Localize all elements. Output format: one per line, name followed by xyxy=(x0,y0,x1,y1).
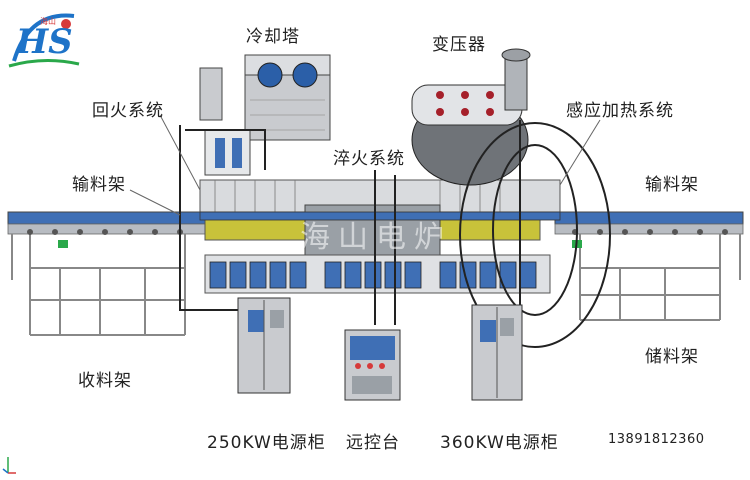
label-tempering-system: 回火系统 xyxy=(92,101,164,121)
hs-logo-icon: HS 海山 xyxy=(4,6,84,76)
power-cabinet-360 xyxy=(471,304,523,401)
main-machine-body xyxy=(199,179,561,294)
right-feed-rack xyxy=(554,211,744,321)
label-feed-rack-left: 输料架 xyxy=(72,175,126,195)
logo-letters: HS xyxy=(16,22,73,62)
label-storage-rack: 储料架 xyxy=(645,347,699,367)
label-transformer: 变压器 xyxy=(432,35,486,55)
label-receiving-rack: 收料架 xyxy=(78,371,132,391)
label-cooling-tower: 冷却塔 xyxy=(246,27,300,47)
remote-console xyxy=(344,329,401,401)
left-feed-rack xyxy=(7,211,209,336)
label-power-cabinet-250: 250KW电源柜 xyxy=(207,433,326,453)
logo-small-text: 海山 xyxy=(40,17,56,26)
axis-gizmo-icon xyxy=(2,457,16,474)
induction-heating-highlight xyxy=(459,122,611,348)
transformer xyxy=(411,48,531,186)
leader-lines xyxy=(129,114,601,216)
label-feed-rack-right: 输料架 xyxy=(645,175,699,195)
label-induction-heating: 感应加热系统 xyxy=(566,101,674,121)
label-power-cabinet-360: 360KW电源柜 xyxy=(440,433,559,453)
phone-number: 13891812360 xyxy=(608,432,705,447)
label-quenching-system: 淬火系统 xyxy=(333,149,405,169)
power-cabinet-250 xyxy=(237,297,291,394)
label-console: 远控台 xyxy=(346,433,400,453)
watermark: 海山电炉 xyxy=(300,220,452,255)
